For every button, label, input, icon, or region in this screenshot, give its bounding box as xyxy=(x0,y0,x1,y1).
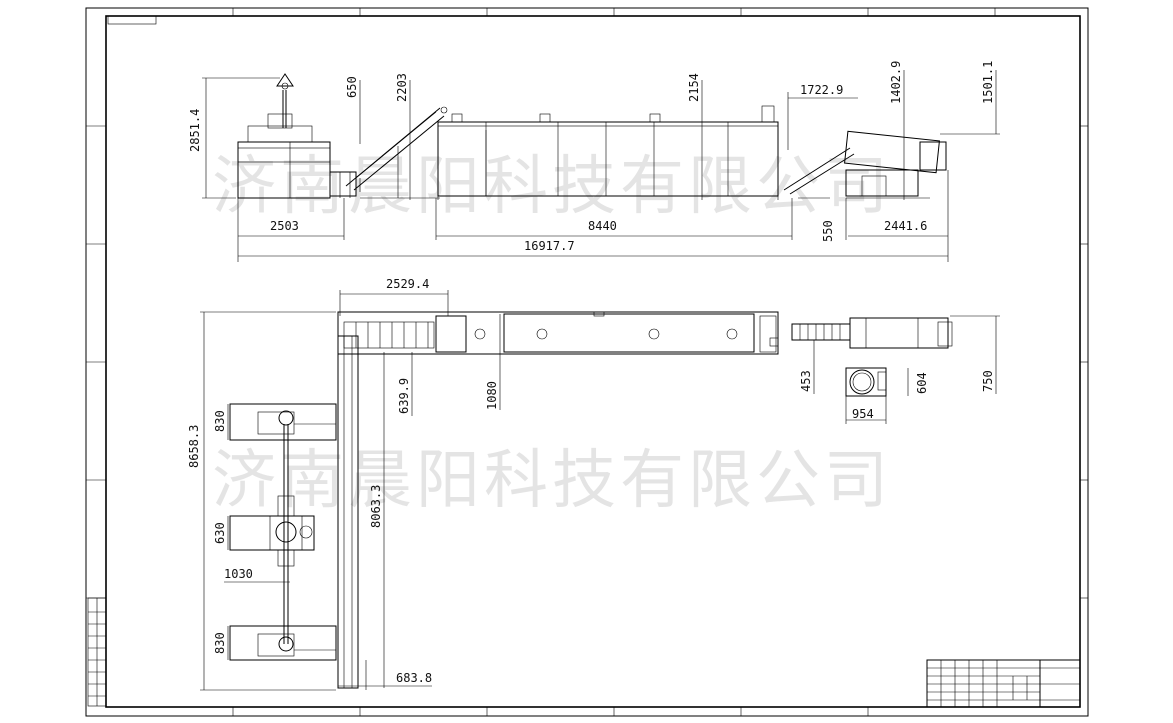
side-view: 2851.4 650 2203 2154 1722.9 1402.9 1501.… xyxy=(188,61,1000,262)
dim-mixer-w-top: 830 xyxy=(213,410,227,432)
plan-mixer-bot xyxy=(229,625,337,661)
roller-icon xyxy=(726,328,738,340)
dim-drum-h: 604 xyxy=(915,372,929,394)
hopper-cone-icon xyxy=(276,73,294,87)
mixer-machine xyxy=(237,73,331,199)
dim-mixer-len: 2503 xyxy=(270,219,299,233)
plan-mixer-mid xyxy=(229,495,315,567)
dim-mixer-w-bot: 830 xyxy=(213,632,227,654)
dryer-oven xyxy=(437,105,779,200)
dim-height-total: 2851.4 xyxy=(188,109,202,152)
dim-elevator-len: 8063.3 xyxy=(369,485,383,528)
plan-mixer-top xyxy=(229,403,337,441)
title-block xyxy=(926,659,1081,708)
sheet-frame xyxy=(85,7,1089,717)
plan-conveyor-oven xyxy=(337,311,779,355)
dim-drum-d: 954 xyxy=(852,407,874,421)
dim-overall-depth: 8658.3 xyxy=(187,425,201,468)
dim-base-w: 683.8 xyxy=(396,671,432,685)
dim-conveyor-height: 2203 xyxy=(395,73,409,102)
plan-cooler-drum xyxy=(849,317,953,349)
plan-discharge-belt xyxy=(791,323,851,341)
dim-feed-rise: 650 xyxy=(345,76,359,98)
dim-mixer-len-plan: 1030 xyxy=(224,567,253,581)
dim-cooler-offset: 1722.9 xyxy=(800,83,843,97)
plan-dimensions: 2529.4 8658.3 830 630 830 1030 8063.3 63… xyxy=(187,277,1000,691)
inclined-conveyor xyxy=(345,106,448,199)
roller-icon xyxy=(474,328,486,340)
dim-belt-w: 453 xyxy=(799,370,813,392)
dim-oven-len: 8440 xyxy=(588,219,617,233)
watermark-bottom: 济南晨阳科技有限公司 xyxy=(212,444,892,518)
drum-detail xyxy=(845,367,887,397)
dim-cooler-w: 750 xyxy=(981,370,995,392)
dim-overall-len: 16917.7 xyxy=(524,239,575,253)
dim-cooler-height: 1402.9 xyxy=(889,61,903,104)
roller-icon xyxy=(648,328,660,340)
plan-view: 2529.4 8658.3 830 630 830 1030 8063.3 63… xyxy=(187,277,1000,691)
dim-end-height: 1501.1 xyxy=(981,61,995,104)
dim-oven-w: 1080 xyxy=(485,381,499,410)
plan-elevator xyxy=(337,335,359,689)
dim-conv-offset: 639.9 xyxy=(397,378,411,414)
dim-conveyor-span: 2529.4 xyxy=(386,277,429,291)
dim-cooler-len: 2441.6 xyxy=(884,219,927,233)
discharge-conveyor xyxy=(783,147,855,199)
dim-mixer-w-mid: 630 xyxy=(213,522,227,544)
side-dimensions: 2851.4 650 2203 2154 1722.9 1402.9 1501.… xyxy=(188,61,1000,262)
roller-icon xyxy=(536,328,548,340)
dim-oven-height: 2154 xyxy=(687,73,701,102)
watermark-top: 济南晨阳科技有限公司 xyxy=(212,150,892,224)
cooler-drum xyxy=(844,130,947,199)
dim-gap: 550 xyxy=(821,220,835,242)
feed-screw xyxy=(329,171,357,198)
